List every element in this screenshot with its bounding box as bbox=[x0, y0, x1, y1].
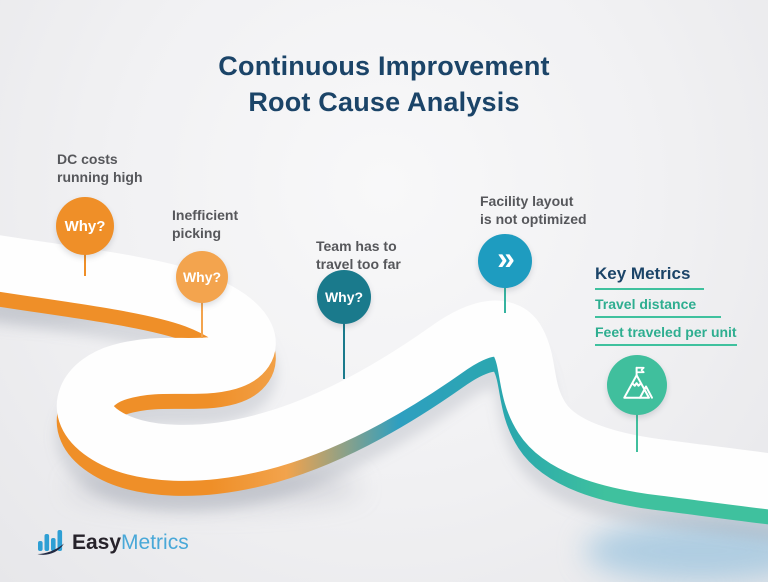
page-title-line2: Root Cause Analysis bbox=[248, 87, 520, 117]
bar-chart-swoosh-icon bbox=[37, 530, 64, 555]
label-inefficient-picking: Inefficient picking bbox=[172, 207, 239, 241]
why-bubble-3: Why? bbox=[317, 270, 371, 324]
road-top-surface bbox=[0, 235, 768, 510]
why-bubble-1: Why? bbox=[56, 197, 114, 255]
stem-why-3 bbox=[343, 321, 345, 379]
easymetrics-logo: EasyMetrics bbox=[36, 529, 189, 557]
stem-why-2 bbox=[201, 300, 203, 338]
label-facility-layout: Facility layout is not optimized bbox=[480, 193, 587, 227]
why-bubble-2: Why? bbox=[176, 251, 228, 303]
goal-bubble bbox=[607, 355, 667, 415]
logo-metrics-text: Metrics bbox=[121, 531, 189, 554]
logo-easy-text: Easy bbox=[72, 531, 122, 554]
why-bubble-2-text: Why? bbox=[182, 269, 222, 285]
next-step-bubble: » bbox=[478, 234, 532, 288]
stem-goal bbox=[636, 412, 638, 452]
stem-chevron bbox=[504, 285, 506, 313]
key-metric-travel-distance: Travel distance bbox=[595, 290, 721, 318]
label-dc-costs: DC costs running high bbox=[57, 151, 143, 185]
double-chevron-right-icon: » bbox=[497, 239, 515, 276]
logo-wordmark: EasyMetrics bbox=[72, 530, 189, 556]
why-bubble-3-text: Why? bbox=[324, 289, 364, 305]
page-title: Continuous Improvement Root Cause Analys… bbox=[0, 48, 768, 120]
page-title-line1: Continuous Improvement bbox=[218, 51, 550, 81]
key-metrics-panel: Key Metrics Travel distance Feet travele… bbox=[595, 264, 747, 346]
mountain-flag-icon bbox=[623, 366, 653, 399]
key-metrics-title: Key Metrics bbox=[595, 264, 705, 290]
why-bubble-1-text: Why? bbox=[64, 217, 106, 235]
key-metric-feet-per-unit: Feet traveled per unit bbox=[595, 318, 737, 346]
stem-why-1 bbox=[84, 252, 86, 276]
label-team-travel: Team has to travel too far bbox=[316, 238, 401, 272]
